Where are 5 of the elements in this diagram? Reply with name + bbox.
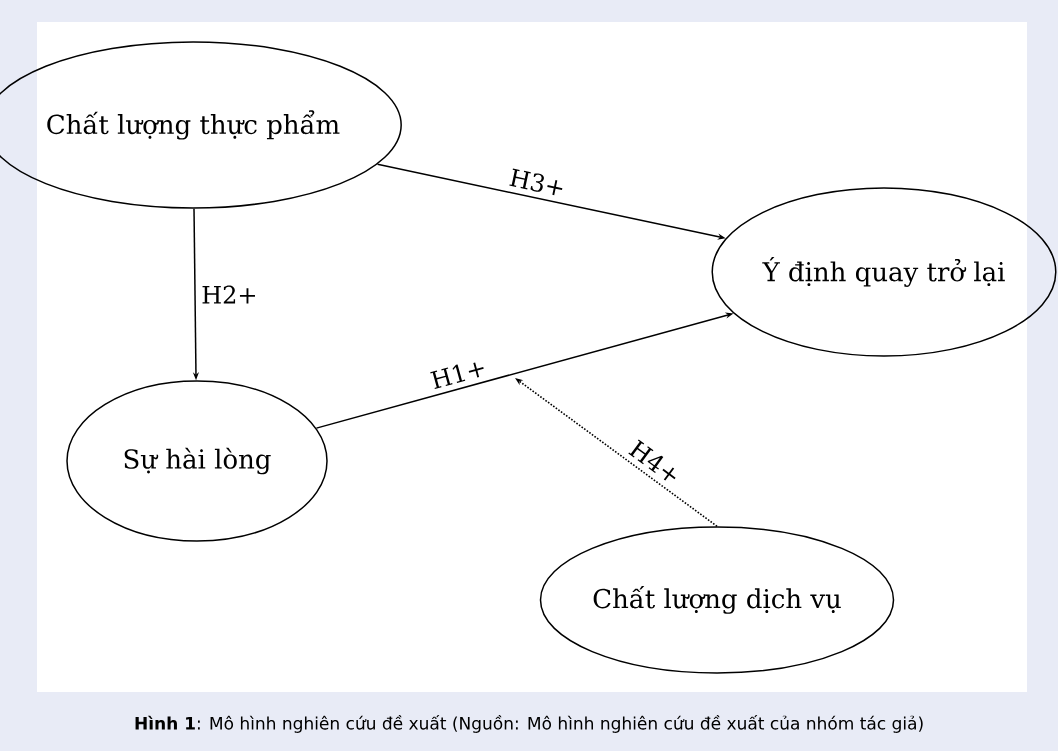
edge-label: H1+	[430, 362, 484, 390]
edge-label: H3+	[509, 168, 563, 196]
edge-label: H2+	[202, 285, 255, 304]
arrow	[515, 378, 718, 528]
caption: Hình 1: Mô hình nghiên cứu đề xuất (Nguồn: Mô hình nghiên cứu đề xuất của nhóm tác giả)	[135, 715, 923, 733]
